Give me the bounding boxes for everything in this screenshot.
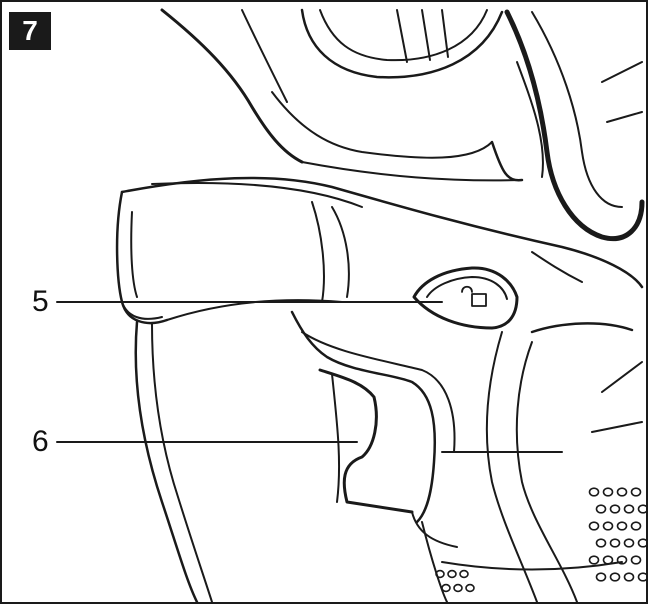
figure-number-badge: 7 (9, 12, 51, 50)
grip-dot (465, 583, 475, 593)
grip-dot (441, 583, 451, 593)
grip-dot (623, 572, 635, 582)
grip-dot (453, 583, 463, 593)
motor-housing (160, 8, 524, 182)
grip-texture-left (435, 569, 475, 593)
grip-dot (602, 555, 614, 565)
grip-dot (616, 555, 628, 565)
grip-dot (637, 504, 646, 514)
grip-dot (609, 504, 621, 514)
gear-cover (504, 9, 645, 241)
power-cord (134, 320, 213, 602)
grip-housing (421, 322, 643, 602)
callout-label-trigger-switch: 6 (32, 425, 49, 458)
lock-button (412, 266, 519, 330)
grip-dot (616, 521, 628, 531)
grip-dot (595, 538, 607, 548)
grip-dot (630, 487, 642, 497)
grip-dot (602, 487, 614, 497)
grip-dot (630, 521, 642, 531)
grip-dot (588, 487, 600, 497)
grip-dot (623, 538, 635, 548)
grip-dot (588, 555, 600, 565)
grip-dot (623, 504, 635, 514)
grip-dot (435, 569, 445, 579)
grip-dot (616, 487, 628, 497)
grip-dot (637, 538, 646, 548)
grip-dot (447, 569, 457, 579)
grip-texture (588, 487, 646, 582)
grip-dot (602, 521, 614, 531)
callout-label-lock-button: 5 (32, 285, 49, 318)
grip-dot (588, 521, 600, 531)
grip-dot (637, 572, 646, 582)
grip-dot (459, 569, 469, 579)
grip-dot (609, 538, 621, 548)
grip-dot (595, 504, 607, 514)
grip-dot (630, 555, 642, 565)
grip-dot (595, 572, 607, 582)
trigger-switch (290, 310, 458, 548)
grip-dot (609, 572, 621, 582)
